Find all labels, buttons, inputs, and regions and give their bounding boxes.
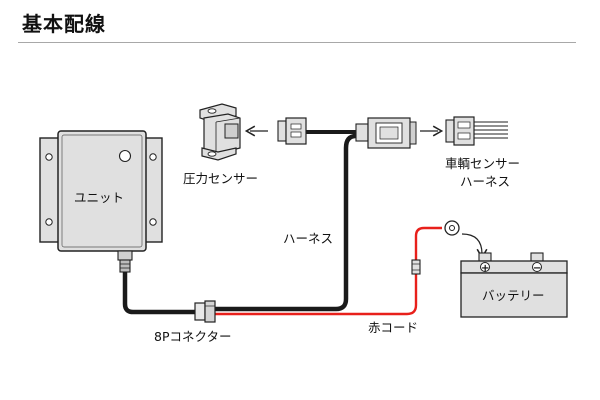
mount-hole	[149, 153, 157, 161]
title-divider	[18, 42, 576, 43]
red-cord-label: 赤コード	[368, 320, 418, 335]
battery-label: バッテリー	[482, 288, 545, 303]
terminal-arrow-icon	[461, 233, 488, 260]
ring-terminal	[444, 220, 460, 236]
red-cord-wire	[214, 274, 418, 316]
negative-terminal-icon	[532, 262, 542, 272]
positive-terminal-icon	[480, 262, 490, 272]
pressure-sensor	[199, 103, 241, 161]
connector-8p-label: 8Pコネクター	[154, 329, 232, 344]
unit-label: ユニット	[74, 190, 124, 205]
page-title: 基本配線	[22, 12, 106, 36]
inline-fuse	[411, 259, 421, 275]
control-unit	[39, 130, 163, 273]
vehicle-side-connector	[355, 117, 417, 149]
vehicle-sensor-harness	[445, 116, 508, 146]
red-cord-to-terminal	[414, 226, 442, 260]
vehicle-harness-label-1: 車輌センサー	[445, 156, 520, 171]
battery	[460, 252, 568, 318]
mount-hole	[45, 153, 53, 161]
battery-minus-symbol: −	[533, 263, 541, 274]
vehicle-harness-label-2: ハーネス	[460, 174, 510, 189]
harness-label: ハーネス	[283, 231, 333, 246]
pressure-sensor-label: 圧力センサー	[183, 171, 258, 186]
battery-plus-symbol: +	[481, 263, 489, 274]
sensor-side-connector	[277, 117, 307, 145]
unit-to-connector-wire	[122, 272, 196, 315]
unit-led-icon	[118, 149, 132, 163]
connector-8p	[194, 300, 216, 323]
mount-hole	[45, 218, 53, 226]
harness-wire	[214, 133, 357, 312]
mount-hole	[149, 218, 157, 226]
